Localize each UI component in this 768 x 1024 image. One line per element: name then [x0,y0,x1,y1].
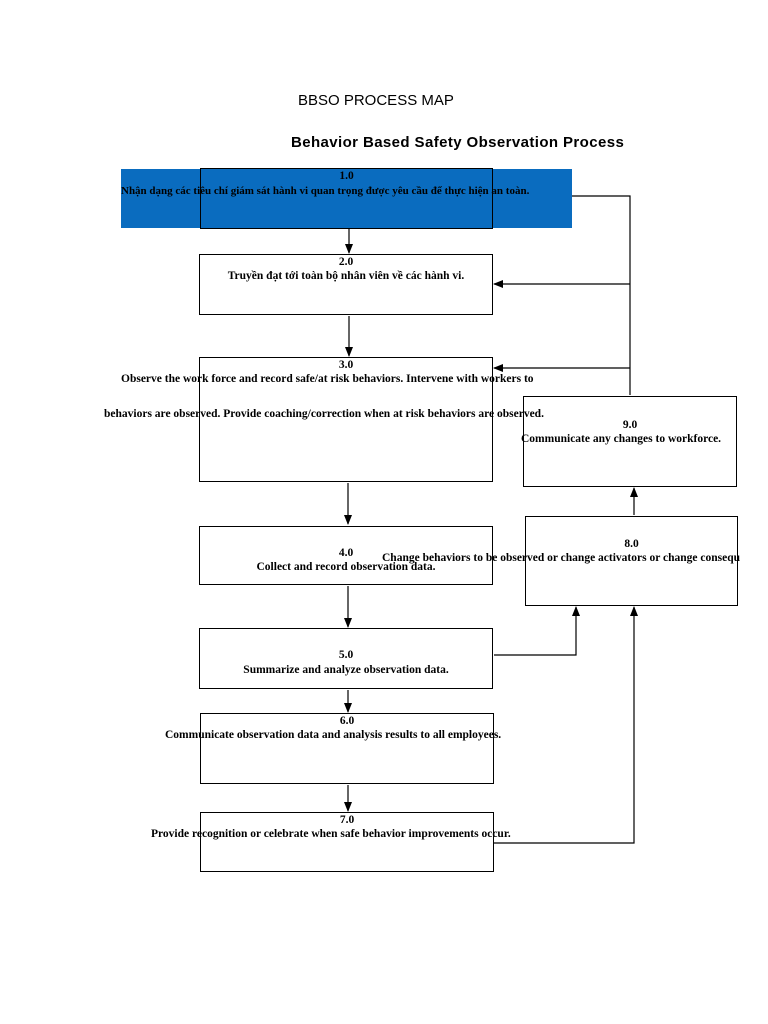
step-8-box [525,516,738,606]
step-4-text: Collect and record observation data. [256,561,436,573]
step-8-text: Change behaviors to be observed or chang… [382,552,740,564]
step-6-text: Communicate observation data and analysi… [165,729,502,741]
step-4-number: 4.0 [338,547,354,559]
step-9-text: Communicate any changes to workforce. [521,433,722,445]
arrow-5-to-8 [494,606,580,656]
page-subtitle: Behavior Based Safety Observation Proces… [291,134,625,151]
step-1-text: Nhận dạng các tiêu chí giám sát hành vi … [121,185,530,197]
step-8-number: 8.0 [624,538,639,550]
step-4-box [199,526,493,585]
step-5-number: 5.0 [338,649,354,661]
step-3-number: 3.0 [338,359,354,371]
step-7-box [200,812,494,872]
step-1-number: 1.0 [339,170,354,182]
step-9-number: 9.0 [622,419,638,431]
feedback-line-from-9 [572,195,631,395]
step-5-box [199,628,493,689]
step-2-text: Truyền đạt tới toàn bộ nhân viên về các … [227,270,465,282]
step-3-text-line1: Observe the work force and record safe/a… [121,373,534,385]
step-2-box [199,254,493,315]
step-5-text: Summarize and analyze observation data. [243,664,449,676]
step-1-box [200,168,493,229]
step-1-highlight [121,169,572,228]
step-3-text-line2: behaviors are observed. Provide coaching… [104,408,544,420]
step-9-box [523,396,737,487]
step-6-box [200,713,494,784]
page-title: BBSO PROCESS MAP [298,92,454,109]
step-2-number: 2.0 [338,256,354,268]
step-7-text: Provide recognition or celebrate when sa… [151,828,511,840]
arrow-7-to-8 [494,606,638,844]
step-3-box [199,357,493,482]
step-6-number: 6.0 [339,715,355,727]
step-7-number: 7.0 [339,814,355,826]
